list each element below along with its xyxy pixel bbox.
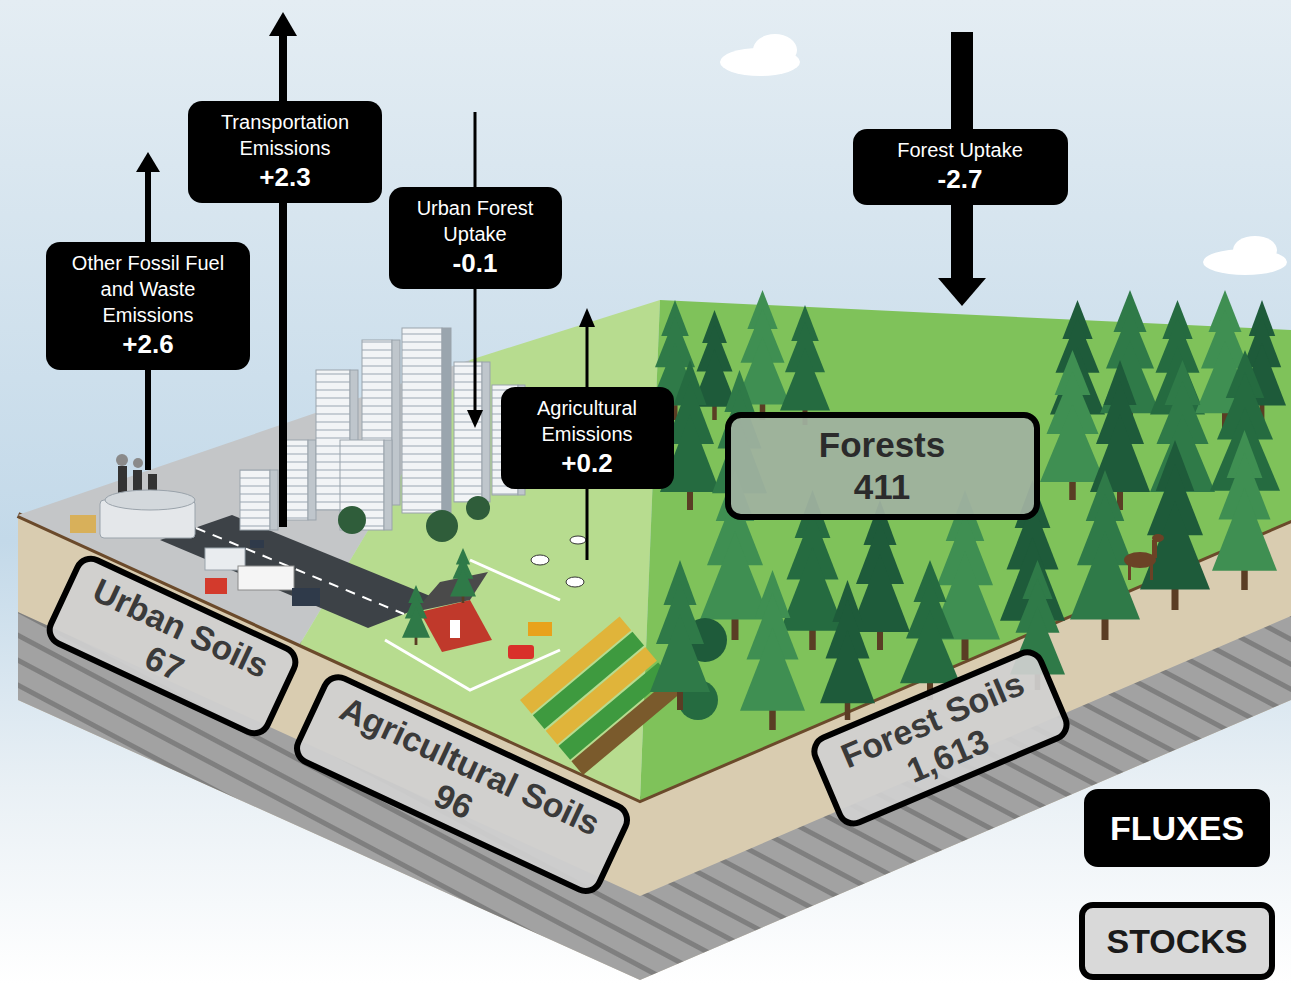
cow — [531, 555, 549, 565]
cloud — [753, 34, 797, 66]
arrowhead — [579, 308, 595, 327]
arrowhead — [938, 278, 986, 306]
flux-name: Forest Uptake — [863, 137, 1058, 163]
road-marking — [196, 528, 404, 614]
building-side — [270, 470, 278, 530]
legend-label: STOCKS — [1106, 922, 1247, 961]
barn-door — [450, 620, 460, 638]
flux-box: Agricultural Emissions+0.2 — [501, 387, 674, 489]
building-side — [308, 440, 316, 520]
truck — [238, 566, 294, 590]
forest — [650, 290, 1286, 730]
barn-roof — [414, 572, 488, 612]
flux-box: Other Fossil Fuel and Waste Emissions+2.… — [46, 242, 250, 370]
deer-head — [1152, 534, 1164, 542]
legend-swatch: FLUXES — [1084, 789, 1270, 867]
forklift — [205, 578, 227, 594]
flux-box: Transportation Emissions+2.3 — [188, 101, 382, 203]
building — [454, 362, 482, 502]
deer-neck — [1152, 540, 1157, 558]
flux-value: +2.6 — [56, 328, 240, 362]
urban-tree — [466, 496, 490, 520]
stock-value: 411 — [755, 466, 1010, 508]
car — [250, 540, 264, 548]
tower-side — [442, 328, 451, 513]
flux-name: Other Fossil Fuel and Waste Emissions — [56, 250, 240, 328]
flux-name: Transportation Emissions — [198, 109, 372, 161]
legend-swatch: STOCKS — [1079, 902, 1275, 980]
urban-tree — [338, 506, 366, 534]
tower — [402, 328, 442, 513]
building — [240, 470, 270, 530]
flux-value: -2.7 — [863, 163, 1058, 197]
tree — [820, 580, 875, 720]
forest-ground — [640, 300, 1291, 800]
arrowhead — [269, 12, 297, 36]
tree — [402, 585, 430, 645]
building-side — [384, 440, 392, 530]
stock-box: Forests411 — [725, 412, 1040, 520]
fence — [385, 640, 560, 690]
deer-leg — [1128, 564, 1131, 580]
tree — [780, 305, 830, 425]
tree — [1140, 440, 1210, 610]
arrowhead — [136, 152, 160, 172]
building-side — [482, 362, 490, 502]
factory-roof — [105, 490, 195, 510]
flux-box: Forest Uptake-2.7 — [853, 129, 1068, 205]
tree — [1040, 350, 1105, 500]
field-row — [571, 678, 682, 775]
cloud — [1233, 236, 1277, 264]
cows — [531, 536, 586, 587]
car — [508, 645, 534, 659]
crate — [70, 515, 96, 533]
flux-name: Urban Forest Uptake — [399, 195, 552, 247]
factory — [70, 454, 245, 570]
cow — [566, 577, 584, 587]
urban-trees — [338, 496, 490, 542]
flux-value: +2.3 — [198, 161, 372, 195]
legend-label: FLUXES — [1110, 809, 1244, 848]
flux-value: -0.1 — [399, 247, 552, 281]
clouds — [720, 34, 1287, 275]
flux-name: Agricultural Emissions — [511, 395, 664, 447]
building-side — [392, 340, 400, 505]
tractor — [528, 622, 552, 636]
tree — [850, 500, 910, 650]
car — [292, 588, 320, 606]
cow — [570, 536, 586, 544]
smoke — [133, 458, 143, 468]
tree — [1212, 430, 1277, 590]
tree — [650, 560, 710, 710]
tree — [740, 570, 805, 730]
flux-value: +0.2 — [511, 447, 664, 481]
deer-leg — [1150, 564, 1153, 580]
stock-name: Forests — [755, 424, 1010, 466]
arrowhead — [467, 410, 483, 428]
urban-tree — [426, 510, 458, 542]
fence — [470, 560, 560, 600]
flux-box: Urban Forest Uptake-0.1 — [389, 187, 562, 289]
tree — [450, 548, 476, 603]
deer — [1124, 534, 1164, 580]
smoke — [116, 454, 128, 466]
